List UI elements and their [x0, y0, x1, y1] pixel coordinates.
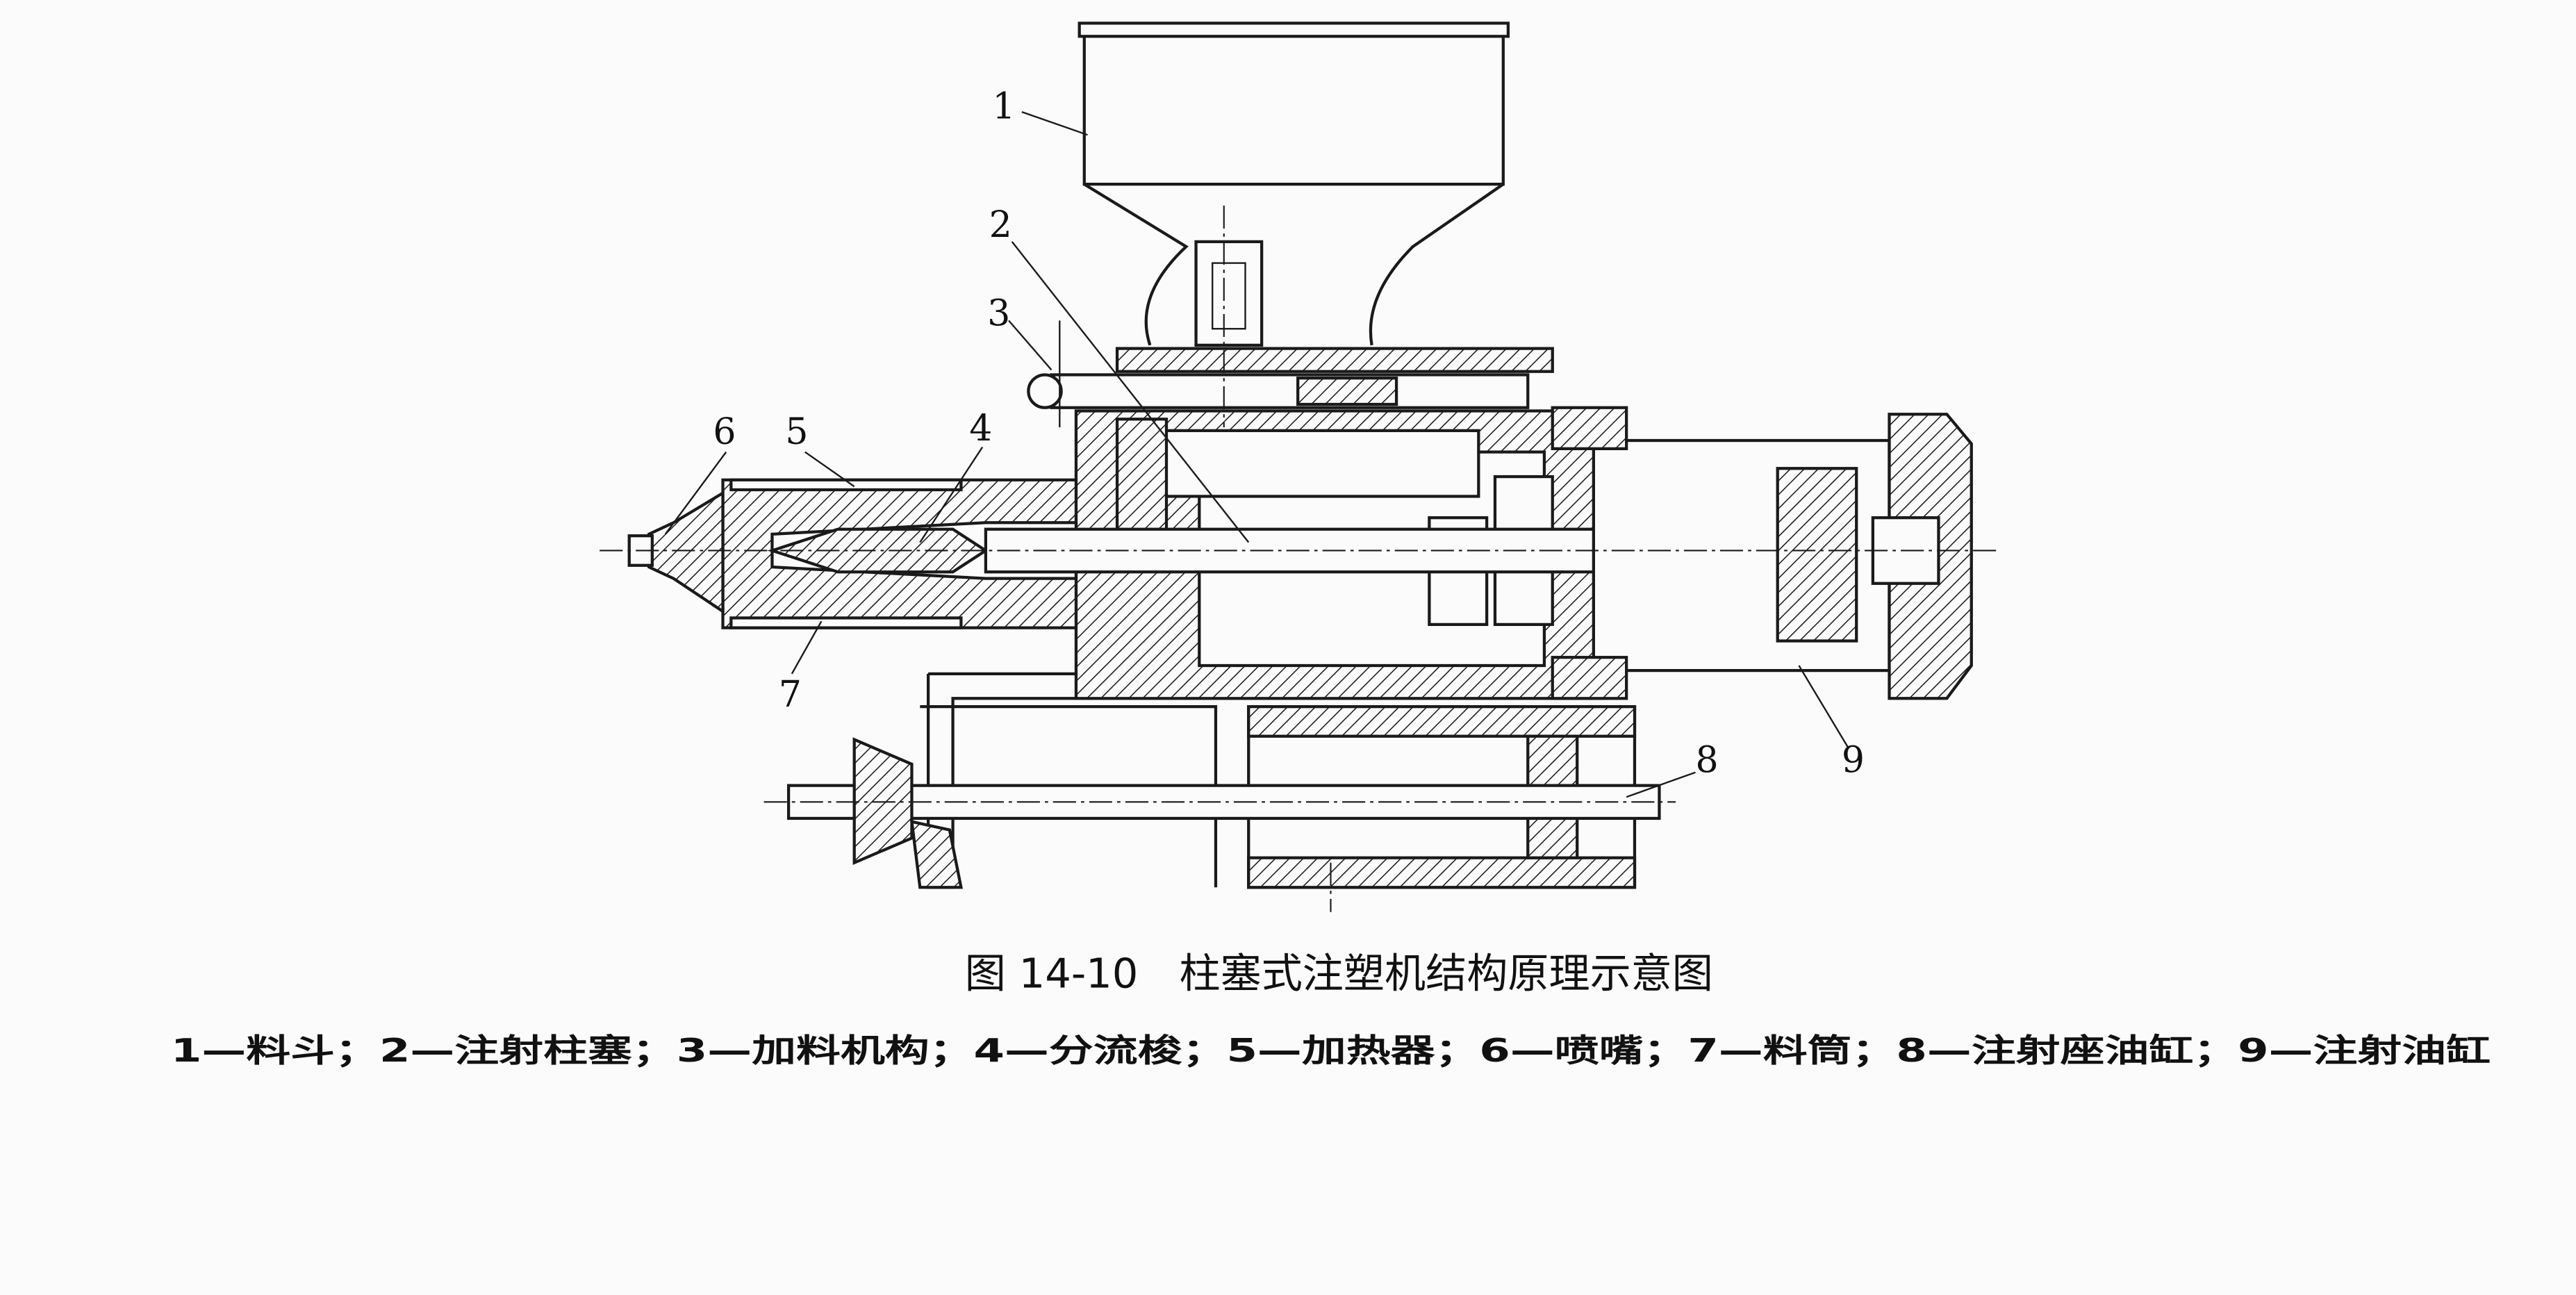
feed-mechanism — [1027, 320, 1554, 428]
injection-seat-cylinder — [786, 672, 1661, 889]
callout-1: 1 — [992, 86, 1015, 128]
callout-5: 5 — [785, 411, 808, 453]
callout-7: 7 — [779, 674, 802, 716]
injection-cylinder — [1551, 406, 1973, 700]
hopper — [1078, 22, 1510, 347]
callout-8: 8 — [1695, 740, 1718, 782]
nozzle — [627, 490, 725, 614]
callout-4: 4 — [969, 408, 992, 449]
callout-9: 9 — [1842, 740, 1865, 782]
leader-lines — [664, 110, 1849, 798]
callout-3: 3 — [987, 293, 1010, 335]
figure-caption: 图 14-10 柱塞式注塑机结构原理示意图 — [965, 950, 1713, 998]
figure-legend: 1—料斗；2—注射柱塞；3—加料机构；4—分流梭；5—加热器；6—喷嘴；7—料筒… — [171, 1032, 2491, 1069]
center-lines — [600, 205, 1997, 912]
callout-6: 6 — [713, 411, 736, 453]
callout-2: 2 — [989, 204, 1012, 246]
